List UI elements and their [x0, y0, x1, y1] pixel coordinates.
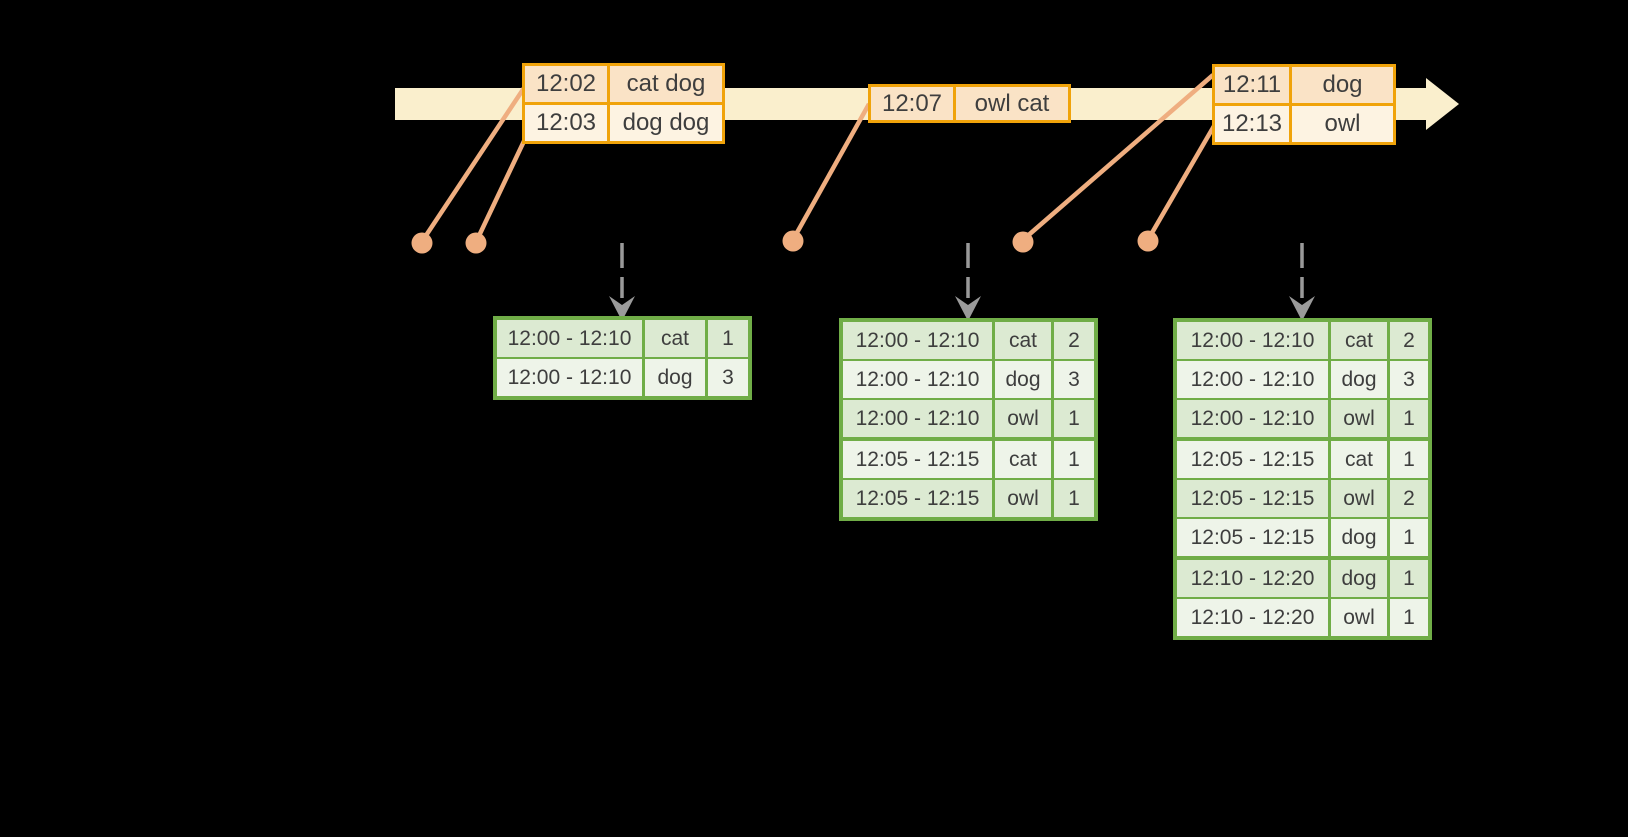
result-cell: cat [1331, 322, 1387, 359]
result-cell: cat [645, 320, 705, 357]
result-cell: 1 [1054, 441, 1094, 478]
result-cell: 1 [708, 320, 748, 357]
result-cell: 12:00 - 12:10 [843, 361, 992, 398]
event-dot [1137, 230, 1159, 252]
result-cell: 12:05 - 12:15 [1177, 480, 1328, 517]
timeline-arrowhead-icon [1426, 78, 1459, 130]
event-connector-line [1147, 124, 1216, 240]
result-cell: 1 [1054, 480, 1094, 517]
result-cell: 12:00 - 12:10 [497, 359, 642, 396]
result-cell: 1 [1390, 441, 1428, 478]
result-cell: dog [1331, 560, 1387, 597]
result-cell: 12:05 - 12:15 [843, 480, 992, 517]
result-cell: 3 [1390, 361, 1428, 398]
result-cell: 12:05 - 12:15 [1177, 441, 1328, 478]
event-connector-line [792, 102, 871, 240]
result-cell: 3 [1054, 361, 1094, 398]
result-cell: 12:05 - 12:15 [1177, 519, 1328, 556]
result-cell: owl [1331, 400, 1387, 437]
event-dot [1012, 231, 1034, 253]
event-dot [782, 230, 804, 252]
result-cell: 1 [1390, 599, 1428, 636]
result-cell: 2 [1390, 322, 1428, 359]
event-connector-line [474, 138, 528, 241]
result-cell: owl [1331, 480, 1387, 517]
result-cell: 1 [1390, 560, 1428, 597]
result-cell: dog [645, 359, 705, 396]
event-cell: owl [1292, 106, 1393, 142]
result-cell: cat [1331, 441, 1387, 478]
result-cell: dog [1331, 361, 1387, 398]
result-cell: 12:10 - 12:20 [1177, 560, 1328, 597]
result-cell: 12:00 - 12:10 [843, 322, 992, 359]
result-cell: 12:00 - 12:10 [1177, 322, 1328, 359]
result-cell: 12:00 - 12:10 [497, 320, 642, 357]
result-cell: dog [1331, 519, 1387, 556]
result-cell: 12:00 - 12:10 [1177, 361, 1328, 398]
result-cell: 12:00 - 12:10 [843, 400, 992, 437]
result-cell: 1 [1054, 400, 1094, 437]
event-dot [411, 232, 433, 254]
event-cell: dog [1292, 67, 1393, 103]
event-cell: 12:02 [525, 66, 607, 102]
event-cell: 12:11 [1215, 67, 1289, 103]
result-cell: 2 [1054, 322, 1094, 359]
result-cell: cat [995, 322, 1051, 359]
event-cell: owl cat [956, 87, 1068, 120]
event-cell: cat dog [610, 66, 722, 102]
result-cell: 3 [708, 359, 748, 396]
event-cell: dog dog [610, 105, 722, 141]
result-cell: 2 [1390, 480, 1428, 517]
result-cell: dog [995, 361, 1051, 398]
result-cell: 12:00 - 12:10 [1177, 400, 1328, 437]
result-cell: owl [995, 400, 1051, 437]
result-cell: cat [995, 441, 1051, 478]
result-cell: owl [995, 480, 1051, 517]
result-cell: 1 [1390, 519, 1428, 556]
result-cell: 12:05 - 12:15 [843, 441, 992, 478]
result-cell: 12:10 - 12:20 [1177, 599, 1328, 636]
result-cell: owl [1331, 599, 1387, 636]
event-cell: 12:03 [525, 105, 607, 141]
event-cell: 12:07 [871, 87, 953, 120]
event-dot [465, 232, 487, 254]
event-cell: 12:13 [1215, 106, 1289, 142]
result-cell: 1 [1390, 400, 1428, 437]
